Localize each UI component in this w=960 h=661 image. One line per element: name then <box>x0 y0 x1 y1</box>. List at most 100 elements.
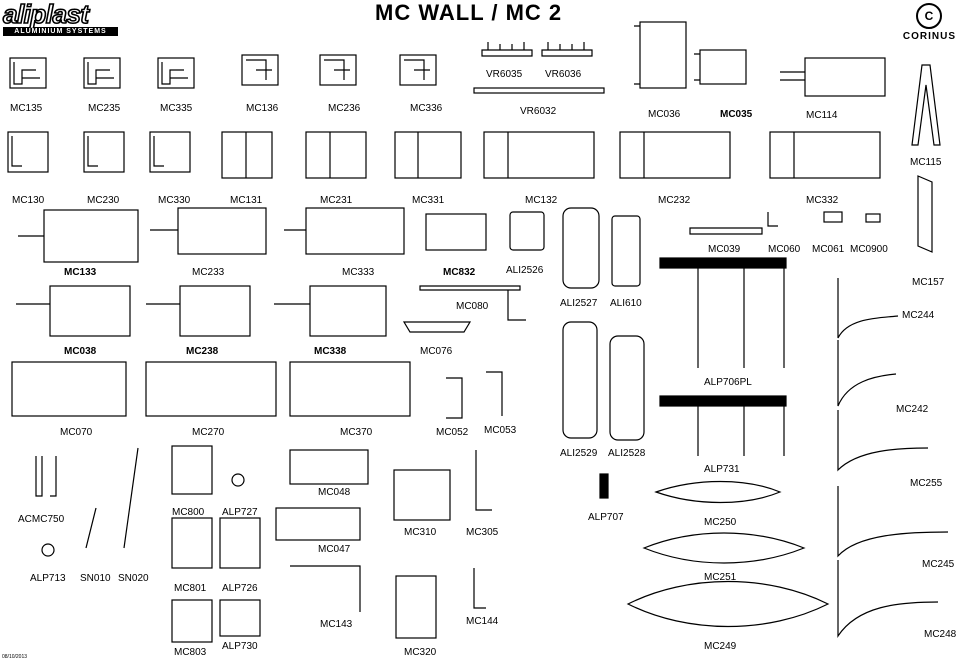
drawing-mc338 <box>274 285 387 337</box>
profile-label-mc331: MC331 <box>412 195 445 206</box>
drawing-mc251 <box>642 532 806 564</box>
drawing-mc132 <box>483 131 595 179</box>
profile-label-mc232: MC232 <box>658 195 691 206</box>
profile-label-mc053: MC053 <box>484 425 517 436</box>
profile-label-mc370: MC370 <box>340 427 373 438</box>
profile-label-mc060: MC060 <box>768 244 801 255</box>
corner-brand-name: CORINUS <box>902 31 956 42</box>
drawing-mc052 <box>446 377 463 419</box>
profile-label-mc249: MC249 <box>704 641 737 652</box>
drawing-mc310 <box>393 469 451 521</box>
drawing-mc053 <box>486 371 503 416</box>
profile-label-alp707: ALP707 <box>588 512 624 523</box>
profile-label-alp730: ALP730 <box>222 641 258 652</box>
drawing-mc330 <box>149 131 191 173</box>
drawing-alp727 <box>231 473 245 487</box>
profile-label-mc230: MC230 <box>87 195 120 206</box>
drawing-mc244 <box>837 278 899 339</box>
drawing-mc370 <box>289 361 411 417</box>
profile-label-mc048: MC048 <box>318 487 351 498</box>
profile-label-alp713: ALP713 <box>30 573 66 584</box>
profile-label-mc236: MC236 <box>328 103 361 114</box>
profile-label-mc245: MC245 <box>922 559 955 570</box>
profile-label-mc080: MC080 <box>456 301 489 312</box>
profile-label-mc036: MC036 <box>648 109 681 120</box>
profile-label-mc061: MC061 <box>812 244 845 255</box>
profile-label-mc038: MC038 <box>64 346 97 357</box>
profile-label-mc255: MC255 <box>910 478 943 489</box>
drawing-mc060 <box>767 212 778 227</box>
drawing-acmc750 <box>35 456 57 497</box>
profile-label-vr6036: VR6036 <box>545 69 582 80</box>
profile-label-mc244: MC244 <box>902 310 935 321</box>
profile-label-ali2529: ALI2529 <box>560 448 598 459</box>
drawing-mc0900 <box>865 213 881 223</box>
profile-label-mc144: MC144 <box>466 616 499 627</box>
drawing-mc114 <box>780 57 886 97</box>
drawing-vr6035 <box>481 42 533 57</box>
drawing-mc130 <box>7 131 49 173</box>
drawing-alp707 <box>599 473 609 499</box>
profile-label-mc800: MC800 <box>172 507 205 518</box>
drawing-mc335 <box>157 57 195 89</box>
profile-label-alp706pl: ALP706PL <box>704 377 752 388</box>
profile-label-mc305: MC305 <box>466 527 499 538</box>
drawing-mc039 <box>689 227 763 235</box>
drawing-mc235 <box>83 57 121 89</box>
drawing-mc143 <box>290 565 361 612</box>
drawing-mc061 <box>823 211 843 223</box>
drawing-ali610 <box>611 215 641 287</box>
drawing-mc250 <box>654 480 782 504</box>
profile-label-mc047: MC047 <box>318 544 351 555</box>
drawing-mc038 <box>16 285 131 337</box>
drawing-vr6036 <box>541 42 593 57</box>
drawing-mc320 <box>395 575 437 639</box>
profile-label-mc136: MC136 <box>246 103 279 114</box>
profile-label-mc338: MC338 <box>314 346 347 357</box>
drawing-mc136 <box>241 54 279 86</box>
profile-label-mc320: MC320 <box>404 647 437 658</box>
drawing-vr6032 <box>473 87 605 94</box>
drawing-mc144 <box>473 568 486 609</box>
profile-label-mc143: MC143 <box>320 619 353 630</box>
drawing-mc236 <box>319 54 357 86</box>
drawing-alp713 <box>41 543 55 557</box>
profile-label-mc310: MC310 <box>404 527 437 538</box>
profile-label-mc330: MC330 <box>158 195 191 206</box>
profile-label-alp726: ALP726 <box>222 583 258 594</box>
drawing-mc131 <box>221 131 273 179</box>
drawing-mc242 <box>837 340 897 407</box>
drawing-mc230 <box>83 131 125 173</box>
corinus-emblem-icon: C <box>916 3 943 29</box>
profile-label-mc035: MC035 <box>720 109 753 120</box>
brand-subtitle: ALUMINIUM SYSTEMS <box>3 27 118 36</box>
drawing-mc070 <box>11 361 127 417</box>
drawing-mc305 <box>475 450 492 511</box>
drawing-alp726 <box>219 517 261 569</box>
drawing-mc336 <box>399 54 437 86</box>
profile-label-mc135: MC135 <box>10 103 43 114</box>
profile-label-mc248: MC248 <box>924 629 957 640</box>
profile-label-alp727: ALP727 <box>222 507 258 518</box>
drawing-mc800 <box>171 445 213 495</box>
drawing-mc331 <box>394 131 462 179</box>
profile-label-mc332: MC332 <box>806 195 839 206</box>
profile-label-ali610: ALI610 <box>610 298 642 309</box>
drawing-mc245 <box>837 486 949 558</box>
drawing-mc233 <box>150 207 267 255</box>
profile-label-vr6032: VR6032 <box>520 106 557 117</box>
profile-label-ali2527: ALI2527 <box>560 298 598 309</box>
drawing-alp731 <box>659 395 787 456</box>
profile-label-alp731: ALP731 <box>704 464 740 475</box>
page-title: MC WALL / MC 2 <box>375 0 563 25</box>
drawing-mc076 <box>402 321 472 333</box>
profile-label-mc832: MC832 <box>443 267 476 278</box>
drawing-mc035 <box>694 49 747 85</box>
drawing-ali2529 <box>562 321 598 439</box>
profile-label-mc131: MC131 <box>230 195 263 206</box>
profile-label-acmc750: ACMC750 <box>18 514 65 525</box>
drawing-sn010 <box>85 507 97 549</box>
profile-label-mc242: MC242 <box>896 404 929 415</box>
print-date: 08/10/2013 <box>2 654 28 660</box>
drawing-sn020 <box>123 447 139 549</box>
